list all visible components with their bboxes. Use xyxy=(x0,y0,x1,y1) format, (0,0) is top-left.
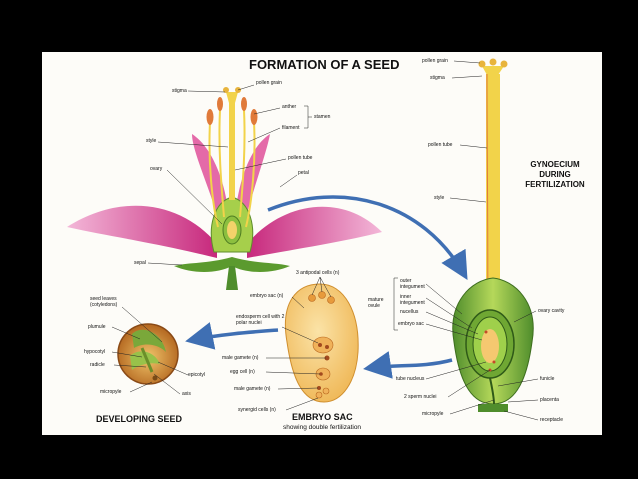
label-sepal: sepal xyxy=(134,260,146,266)
label-embryo-sac-n: embryo sac (n) xyxy=(250,293,284,299)
label-ovary-cavity: ovary cavity xyxy=(538,308,565,314)
gynoecium-illustration xyxy=(452,58,534,412)
flower-style xyxy=(229,100,235,200)
label-mature-ovule: mature ovule xyxy=(368,297,384,309)
label-gyno-style: style xyxy=(434,195,445,201)
label-sperm-nuclei: 2 sperm nuclei xyxy=(404,394,437,400)
arrow-gynoecium-to-sac xyxy=(363,351,453,379)
label-male-gamete-2: male gamete (n) xyxy=(234,386,271,392)
label-gyno-stigma: stigma xyxy=(430,75,445,81)
embryo-sac-illustration xyxy=(285,283,359,403)
label-filament: filament xyxy=(282,125,300,131)
label-egg-cell: egg cell (n) xyxy=(230,369,255,375)
label-petal: petal xyxy=(298,170,309,176)
developing-seed-heading: DEVELOPING SEED xyxy=(96,414,183,424)
sac-leader-lines xyxy=(265,276,332,411)
label-pollen-grain: pollen grain xyxy=(256,80,282,86)
label-inner-integument: inner integument xyxy=(400,294,425,306)
label-pollen-tube: pollen tube xyxy=(288,155,313,161)
label-gyno-pollen-tube: pollen tube xyxy=(428,142,453,148)
sepal-right xyxy=(232,257,290,272)
label-hypocotyl: hypocotyl xyxy=(84,349,106,355)
diagram-slide: FORMATION OF A SEED pollen grain stigma … xyxy=(42,52,602,435)
label-funicle: funicle xyxy=(540,376,555,382)
label-outer-integument: outer integument xyxy=(400,278,425,290)
label-tube-nucleus: tube nucleus xyxy=(396,376,425,382)
label-gyno-micropyle: micropyle xyxy=(422,411,444,417)
sepal-left xyxy=(174,257,232,272)
label-stamen: stamen xyxy=(314,114,331,120)
label-anther: anther xyxy=(282,104,297,110)
label-ovary: ovary xyxy=(150,166,163,172)
label-synergid: synergid cells (n) xyxy=(238,407,276,413)
label-male-gamete-1: male gamete (n) xyxy=(222,355,259,361)
label-plumule: plumule xyxy=(88,324,106,330)
gyno-heading-line-3: FERTILIZATION xyxy=(525,180,585,189)
developing-seed-illustration xyxy=(117,323,179,385)
gyno-leader-lines xyxy=(393,60,539,421)
gynoecium-heading: GYNOECIUM DURING FERTILIZATION xyxy=(510,160,600,190)
label-radicle: radicle xyxy=(90,362,105,368)
flower-stem xyxy=(226,266,238,290)
label-axis: axis xyxy=(182,391,191,397)
label-receptacle: receptacle xyxy=(540,417,564,423)
label-gyno-embryo-sac: embryo sac xyxy=(398,321,424,327)
arrow-sac-to-seed xyxy=(185,322,279,350)
page-title: FORMATION OF A SEED xyxy=(249,57,400,72)
label-stigma: stigma xyxy=(172,88,187,94)
label-seed-micropyle: micropyle xyxy=(100,389,122,395)
arrow-flower-to-gynoecium xyxy=(267,195,468,281)
label-placenta: placenta xyxy=(540,397,559,403)
label-antipodal: 3 antipodal cells (n) xyxy=(296,270,340,276)
anther xyxy=(206,109,214,125)
embryo-sac-subheading: showing double fertilization xyxy=(283,424,362,431)
gyno-heading-line-2: DURING xyxy=(539,170,571,179)
seed-leader-lines xyxy=(111,306,189,395)
flower-illustration xyxy=(67,87,382,290)
label-epicotyl: epicotyl xyxy=(188,372,205,378)
label-nucellus: nucellus xyxy=(400,309,419,315)
label-seed-leaves: seed leaves (cotyledons) xyxy=(90,296,118,308)
embryo-sac-heading: EMBRYO SAC xyxy=(292,412,353,422)
label-endosperm: endosperm cell with 2 polar nuclei xyxy=(236,314,285,326)
gyno-embryo-sac xyxy=(481,329,499,363)
label-gyno-pollen-grain: pollen grain xyxy=(422,58,448,64)
gyno-heading-line-1: GYNOECIUM xyxy=(530,160,580,169)
diagram-artwork xyxy=(67,58,539,421)
petal-right xyxy=(247,206,382,258)
flower-leader-lines xyxy=(147,84,312,266)
petal-left xyxy=(67,205,217,258)
label-style: style xyxy=(146,138,157,144)
gynoecium-style xyxy=(486,74,500,297)
